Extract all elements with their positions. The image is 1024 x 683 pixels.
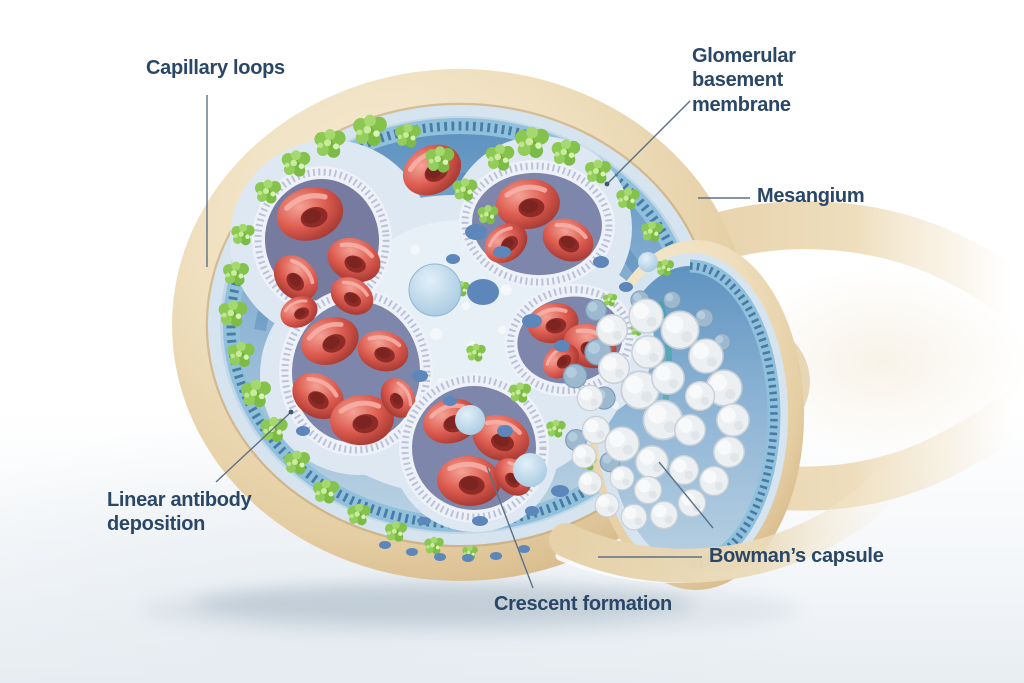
leader-linear-antibody (215, 411, 292, 483)
drop-shadow (140, 584, 800, 636)
capillary-loop-top-left (251, 166, 393, 314)
label-capillary-loops: Capillary loops (146, 57, 285, 79)
leader-bowmans-diagonal (658, 461, 714, 529)
label-mesangium: Mesangium (757, 185, 865, 207)
label-crescent-formation: Crescent formation (494, 593, 672, 615)
label-glomerular-basement-membrane: Glomerular basement membrane (692, 45, 796, 116)
leader-gbm (606, 100, 691, 185)
label-bowmans-capsule: Bowman’s capsule (709, 545, 884, 567)
capsule-bottom-band (549, 468, 903, 583)
label-linear-antibody-deposition: Linear antibody deposition (107, 489, 252, 536)
capillary-loop-bottom (399, 373, 549, 523)
leader-crescent (486, 466, 534, 589)
leader-lines (206, 95, 750, 589)
mesangial-cells (296, 224, 658, 562)
